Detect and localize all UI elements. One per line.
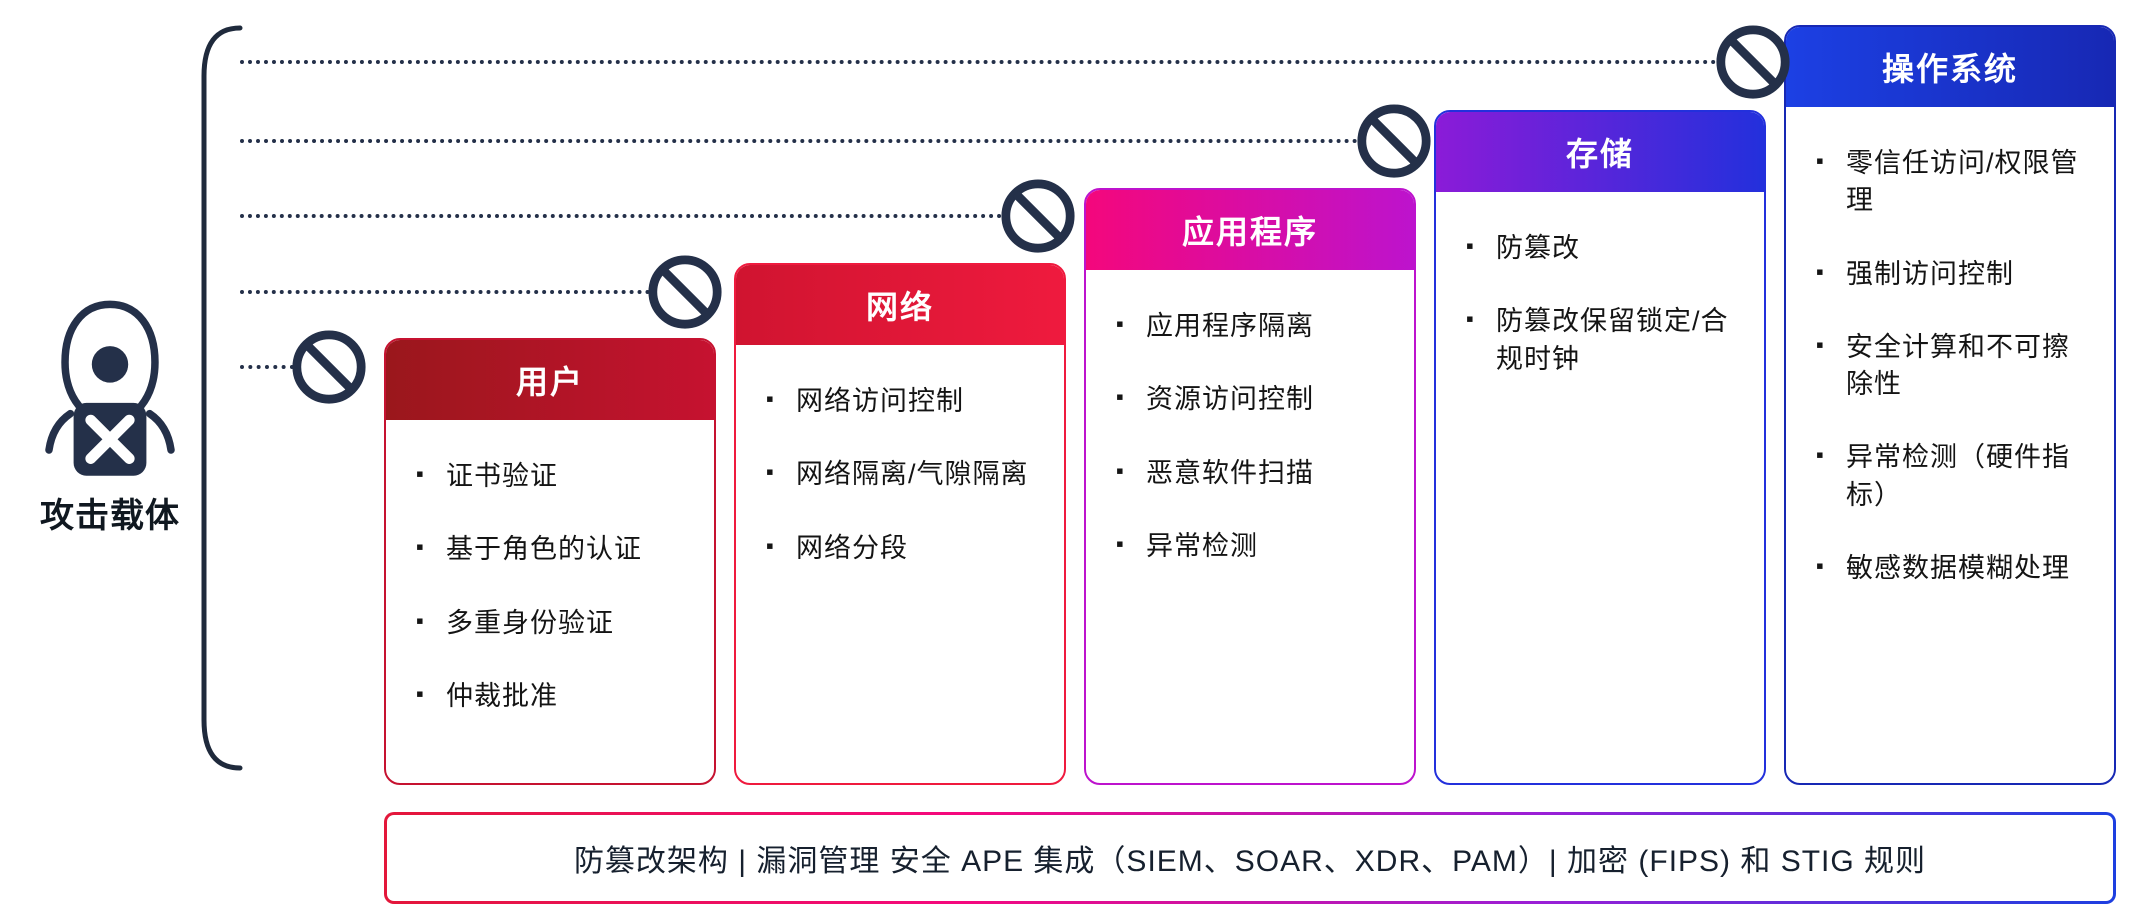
layer-card-application: 应用程序 应用程序隔离 资源访问控制 恶意软件扫描 异常检测 — [1084, 188, 1416, 785]
layer-item-list-storage: 防篡改 防篡改保留锁定/合规时钟 — [1436, 192, 1764, 434]
hooded-hacker-icon — [45, 300, 175, 476]
layer-item: 异常检测 — [1112, 528, 1394, 565]
no-entry-icon-application — [1001, 179, 1075, 253]
layer-item: 网络隔离/气隙隔离 — [762, 456, 1044, 493]
layer-item: 敏感数据模糊处理 — [1812, 550, 2094, 587]
layer-title-storage: 存储 — [1565, 136, 1634, 172]
attack-vector-label: 攻击载体 — [40, 497, 180, 535]
layer-item: 防篡改 — [1462, 230, 1744, 267]
attack-path-line-os — [240, 60, 1717, 64]
foundation-banner: 防篡改架构 | 漏洞管理 安全 APE 集成（SIEM、SOAR、XDR、PAM… — [384, 812, 2116, 904]
attack-path-line-user — [240, 365, 294, 369]
layer-title-os: 操作系统 — [1881, 51, 2018, 87]
layer-card-os: 操作系统 零信任访问/权限管理 强制访问控制 安全计算和不可擦除性 异常检测（硬… — [1784, 25, 2116, 785]
layer-item: 网络分段 — [762, 530, 1044, 567]
layer-item: 证书验证 — [412, 458, 694, 495]
layer-item-list-application: 应用程序隔离 资源访问控制 恶意软件扫描 异常检测 — [1086, 270, 1414, 621]
layer-card-user: 用户 证书验证 基于角色的认证 多重身份验证 仲裁批准 — [384, 338, 716, 785]
layer-item-list-user: 证书验证 基于角色的认证 多重身份验证 仲裁批准 — [386, 420, 714, 771]
layer-item: 防篡改保留锁定/合规时钟 — [1462, 303, 1744, 378]
layer-item: 恶意软件扫描 — [1112, 455, 1394, 492]
attack-path-line-application — [240, 214, 1002, 218]
attack-vector-block: 攻击载体 — [20, 298, 200, 537]
layer-card-storage: 存储 防篡改 防篡改保留锁定/合规时钟 — [1434, 110, 1766, 785]
layer-card-storage-header: 存储 — [1436, 112, 1764, 192]
no-entry-icon-os — [1716, 25, 1790, 99]
layer-title-network: 网络 — [865, 289, 934, 325]
layer-item: 资源访问控制 — [1112, 381, 1394, 418]
attack-bracket — [201, 25, 243, 771]
layer-item: 基于角色的认证 — [412, 531, 694, 568]
attack-path-line-storage — [240, 139, 1358, 143]
layer-card-network-header: 网络 — [736, 265, 1064, 345]
layer-item: 多重身份验证 — [412, 605, 694, 642]
layer-item-list-network: 网络访问控制 网络隔离/气隙隔离 网络分段 — [736, 345, 1064, 623]
layer-card-os-header: 操作系统 — [1786, 27, 2114, 107]
no-entry-icon-user — [292, 330, 366, 404]
layer-item: 应用程序隔离 — [1112, 308, 1394, 345]
foundation-banner-text: 防篡改架构 | 漏洞管理 安全 APE 集成（SIEM、SOAR、XDR、PAM… — [573, 845, 1927, 878]
attack-path-line-network — [240, 290, 650, 294]
layer-item: 零信任访问/权限管理 — [1812, 145, 2094, 220]
layer-title-user: 用户 — [515, 364, 584, 400]
layer-title-application: 应用程序 — [1181, 214, 1318, 250]
layer-item: 强制访问控制 — [1812, 256, 2094, 293]
layer-card-user-header: 用户 — [386, 340, 714, 420]
layer-item: 异常检测（硬件指标） — [1812, 439, 2094, 514]
layer-item: 安全计算和不可擦除性 — [1812, 329, 2094, 404]
layer-card-application-header: 应用程序 — [1086, 190, 1414, 270]
foundation-banner-inner: 防篡改架构 | 漏洞管理 安全 APE 集成（SIEM、SOAR、XDR、PAM… — [387, 815, 2113, 901]
layer-item: 网络访问控制 — [762, 383, 1044, 420]
layer-card-network: 网络 网络访问控制 网络隔离/气隙隔离 网络分段 — [734, 263, 1066, 785]
layer-item: 仲裁批准 — [412, 678, 694, 715]
layer-item-list-os: 零信任访问/权限管理 强制访问控制 安全计算和不可擦除性 异常检测（硬件指标） … — [1786, 107, 2114, 643]
no-entry-icon-storage — [1357, 104, 1431, 178]
no-entry-icon-network — [648, 255, 722, 329]
